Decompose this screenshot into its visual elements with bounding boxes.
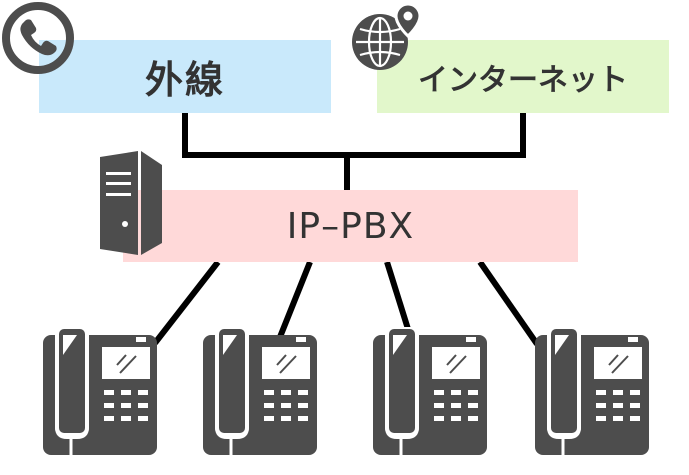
desk-phone-icon [373, 327, 487, 455]
globe-location-icon [352, 2, 422, 70]
edge-pbx-to-phone-1 [152, 260, 221, 345]
phone-icon [2, 2, 74, 74]
desk-phone-icon [203, 327, 317, 455]
internet-node: インターネット [377, 40, 669, 113]
internet-label: インターネット [418, 62, 628, 98]
edge-external-to-bus [182, 113, 526, 158]
ip-pbx-node: IP–PBX [123, 190, 578, 262]
ip-pbx-label: IP–PBX [286, 205, 415, 247]
outside-line-label: 外線 [144, 58, 225, 102]
edge-pbx-to-phone-4 [477, 260, 540, 346]
desk-phone-icon [535, 327, 649, 455]
edge-pbx-to-phone-2 [277, 260, 313, 339]
edge-pbx-to-phone-3 [384, 261, 411, 330]
desk-phone-icon [43, 327, 157, 455]
outside-line-node: 外線 [39, 40, 331, 113]
server-tower-icon [100, 151, 162, 255]
